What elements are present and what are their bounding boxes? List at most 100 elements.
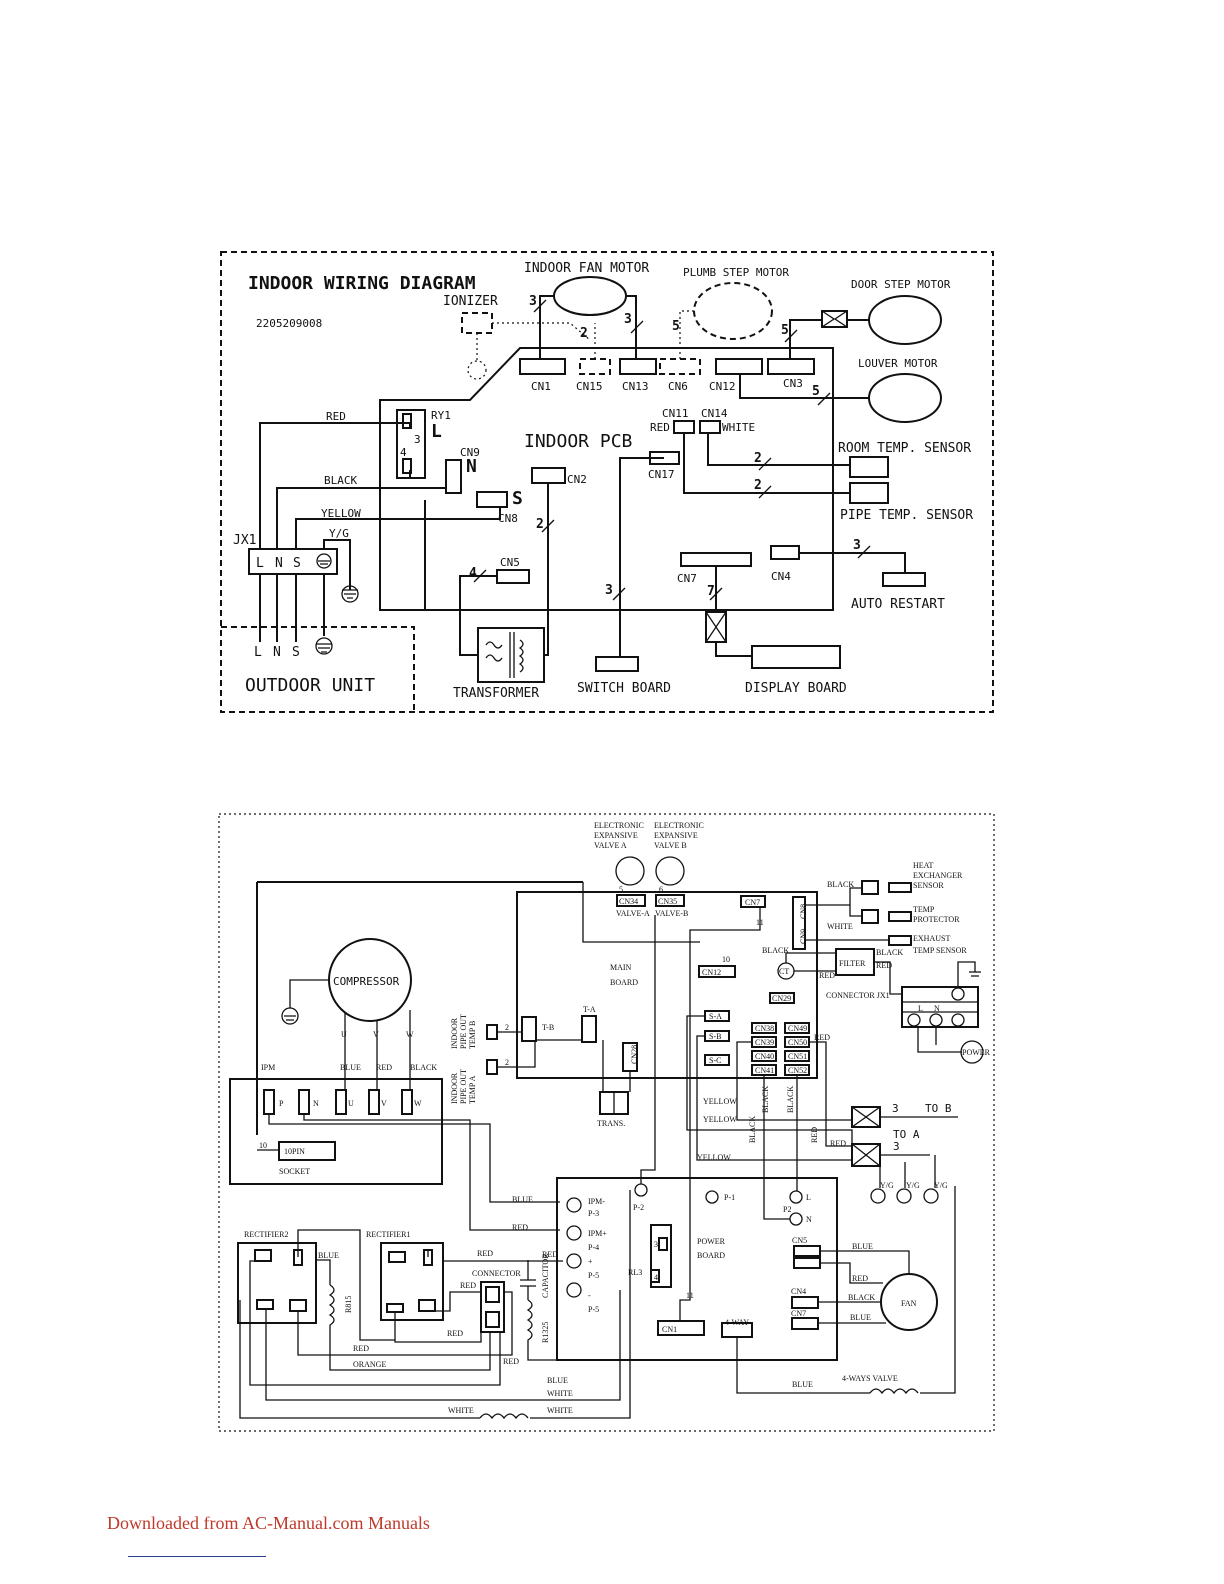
ipm-label: IPM bbox=[261, 1063, 275, 1072]
ipm-p4-label2: P-4 bbox=[588, 1243, 599, 1252]
eev-b bbox=[655, 856, 685, 886]
black-label: BLACK bbox=[786, 1086, 795, 1113]
trans-label: TRANS. bbox=[597, 1119, 625, 1128]
outdoor-border bbox=[218, 813, 995, 1432]
blue-label: BLUE bbox=[547, 1376, 568, 1385]
socket-10pin bbox=[278, 1141, 336, 1161]
terminal-jx1-label: JX1 bbox=[233, 533, 256, 548]
yellow-wire-label: YELLOW bbox=[321, 507, 361, 520]
indoor-pipe-temp-a-sensor bbox=[486, 1059, 498, 1075]
ipm-n bbox=[298, 1089, 310, 1115]
indoor-cn12 bbox=[715, 358, 763, 375]
outdoor-cn12-label: CN12 bbox=[702, 968, 721, 977]
p1-label: P-1 bbox=[724, 1193, 735, 1202]
ct-label: CT bbox=[779, 967, 789, 976]
rl3-pin3: 3 bbox=[654, 1240, 658, 1249]
wire-count: 5 bbox=[781, 323, 789, 338]
black-label: BLACK bbox=[410, 1063, 437, 1072]
indoor-cn9-label: CN9 bbox=[460, 446, 480, 459]
red-label: RED bbox=[477, 1249, 493, 1258]
display-board-label: DISPLAY BOARD bbox=[745, 681, 847, 696]
pipe-a-label3: TEMP A bbox=[468, 1075, 477, 1104]
wire-count: 6 bbox=[659, 885, 663, 894]
red-label: RED bbox=[353, 1344, 369, 1353]
yellow-label: YELLOW bbox=[703, 1115, 737, 1124]
ground-icon bbox=[896, 1188, 912, 1204]
outdoor-cn-tb bbox=[521, 1016, 537, 1042]
black-label: BLACK bbox=[827, 880, 854, 889]
outdoor-cn29-label: CN29 bbox=[772, 994, 791, 1003]
outdoor-cn52-label: CN52 bbox=[788, 1066, 807, 1075]
ipm-p4-label1: IPM+ bbox=[588, 1229, 607, 1238]
tb-label: T-B bbox=[542, 1023, 554, 1032]
eev-a-line1: ELECTRONIC bbox=[594, 821, 644, 830]
four-ways-valve-coil bbox=[869, 1388, 919, 1395]
ipm-p3-terminal bbox=[566, 1197, 582, 1213]
jx1-n-label: N bbox=[934, 1004, 940, 1013]
red-label: RED bbox=[447, 1329, 463, 1338]
red-label: RED bbox=[460, 1281, 476, 1290]
indoor-cn13-label: CN13 bbox=[622, 380, 649, 393]
main-board-label1: MAIN bbox=[610, 963, 632, 972]
power-board-cn5 bbox=[793, 1245, 821, 1257]
wire-count: 7 bbox=[707, 584, 715, 599]
relay-l-label: L bbox=[431, 421, 442, 442]
jx1-l: L bbox=[256, 556, 264, 571]
eev-b-line1: ELECTRONIC bbox=[654, 821, 704, 830]
filter-label: FILTER bbox=[839, 959, 866, 968]
coil-white bbox=[479, 1413, 529, 1420]
louver-motor-label: LOUVER MOTOR bbox=[858, 357, 938, 370]
red-label: RED bbox=[814, 1033, 830, 1042]
heat-exchanger-sensor bbox=[888, 882, 912, 893]
outdoor-n: N bbox=[273, 645, 281, 660]
n-terminal bbox=[789, 1212, 803, 1226]
rl3-pin4: 4 bbox=[654, 1273, 658, 1282]
ground-icon bbox=[969, 971, 981, 977]
auto-restart-switch bbox=[882, 572, 926, 587]
outdoor-cn12 bbox=[698, 965, 736, 978]
orange-label: ORANGE bbox=[353, 1360, 386, 1369]
exhaust-label2: TEMP SENSOR bbox=[913, 946, 967, 955]
ipm-v bbox=[368, 1089, 380, 1115]
ipm-n-label: N bbox=[313, 1099, 319, 1108]
wire-count: 2 bbox=[580, 326, 588, 341]
indoor-cn3 bbox=[767, 358, 815, 375]
red-label: RED bbox=[810, 1127, 819, 1143]
yg-label: Y/G bbox=[906, 1181, 920, 1190]
red-label: RED bbox=[376, 1063, 392, 1072]
indoor-cn6-label: CN6 bbox=[668, 380, 688, 393]
pipe-b-label3: TEMP B bbox=[468, 1021, 477, 1049]
four-ways-valve-label: 4-WAYS VALVE bbox=[842, 1374, 898, 1383]
wire-count: 3 bbox=[529, 294, 537, 309]
power-board-cn7-label: CN7 bbox=[791, 1309, 806, 1318]
indoor-code: 2205209008 bbox=[256, 317, 322, 330]
outdoor-cn8-cn9 bbox=[792, 896, 806, 950]
outdoor-cn34 bbox=[616, 894, 646, 907]
relay-ry1-label: RY1 bbox=[431, 409, 451, 422]
footer-link[interactable]: Downloaded from AC-Manual.com Manuals bbox=[107, 1513, 430, 1533]
wire-count: 3 bbox=[624, 312, 632, 327]
blue-label: BLUE bbox=[512, 1195, 533, 1204]
indoor-cn14 bbox=[699, 420, 721, 434]
pipe-b-label1: INDOOR bbox=[450, 1017, 459, 1049]
indoor-cn5 bbox=[496, 569, 530, 584]
wire-count: 5 bbox=[619, 885, 623, 894]
indoor-pcb-outline bbox=[379, 347, 834, 611]
main-board-label2: BOARD bbox=[610, 978, 638, 987]
l-label: L bbox=[806, 1193, 811, 1202]
indoor-fan-motor-label: INDOOR FAN MOTOR bbox=[524, 261, 649, 276]
ipm-module bbox=[229, 1078, 443, 1185]
yellow-label: YELLOW bbox=[703, 1097, 737, 1106]
power-board-cn5-label: CN5 bbox=[792, 1236, 807, 1245]
jx1-s: S bbox=[293, 556, 301, 571]
outdoor-cn7-main bbox=[740, 895, 766, 908]
white-label: WHITE bbox=[547, 1389, 573, 1398]
p5-plus-label2: P-5 bbox=[588, 1271, 599, 1280]
indoor-cn7 bbox=[680, 552, 752, 567]
red-label: RED bbox=[819, 971, 835, 980]
connector-jx1-label: CONNECTOR JX1 bbox=[826, 991, 890, 1000]
red-wire-label: RED bbox=[326, 410, 346, 423]
wire-count: 5 bbox=[812, 384, 820, 399]
power-board-cn1-label: CN1 bbox=[662, 1325, 677, 1334]
